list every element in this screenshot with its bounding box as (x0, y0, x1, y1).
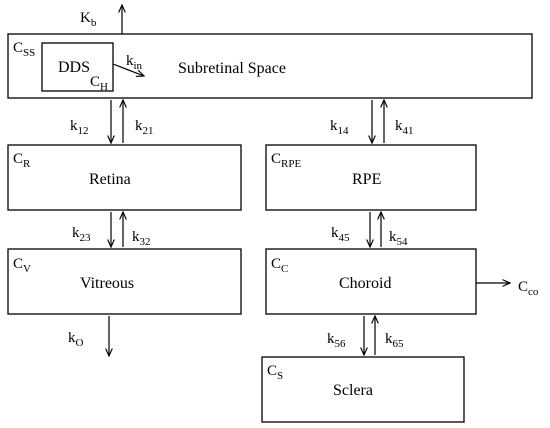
rpe-label: RPE (352, 171, 381, 188)
k56-label: k56 (327, 331, 346, 350)
dds-box (41, 42, 114, 92)
vitreous-box (7, 248, 242, 315)
subretinal-space-label: Subretinal Space (178, 60, 286, 77)
subretinal-conc-label: CSS (13, 40, 35, 59)
choroid-label: Choroid (339, 275, 391, 292)
sclera-conc-label: CS (267, 363, 283, 382)
sclera-box (261, 356, 465, 423)
cco-label: Cco (518, 279, 539, 298)
k14-label: k14 (330, 118, 349, 137)
retina-box (7, 144, 242, 211)
vitreous-label: Vitreous (80, 275, 134, 292)
k65-label: k65 (385, 331, 404, 350)
k54-label: k54 (389, 229, 408, 248)
choroid-conc-label: CC (271, 256, 288, 275)
k23-label: k23 (72, 225, 91, 244)
kin-arrow (112, 63, 144, 76)
dds-conc-label: CH (90, 74, 108, 93)
sclera-label: Sclera (333, 382, 373, 399)
retina-conc-label: CR (13, 151, 31, 170)
vitreous-conc-label: CV (13, 256, 31, 275)
kin-label: kin (126, 53, 143, 72)
k45-label: k45 (331, 225, 350, 244)
kb-label: Kb (80, 10, 97, 29)
k41-label: k41 (395, 118, 414, 137)
rpe-conc-label: CRPE (271, 151, 301, 170)
ko-label: kO (68, 330, 84, 349)
k12-label: k12 (70, 118, 89, 137)
k21-label: k21 (135, 118, 154, 137)
k32-label: k32 (132, 229, 151, 248)
dds-label: DDS (58, 59, 90, 76)
rpe-box (265, 144, 477, 211)
retina-label: Retina (89, 171, 131, 188)
choroid-box (265, 248, 477, 315)
